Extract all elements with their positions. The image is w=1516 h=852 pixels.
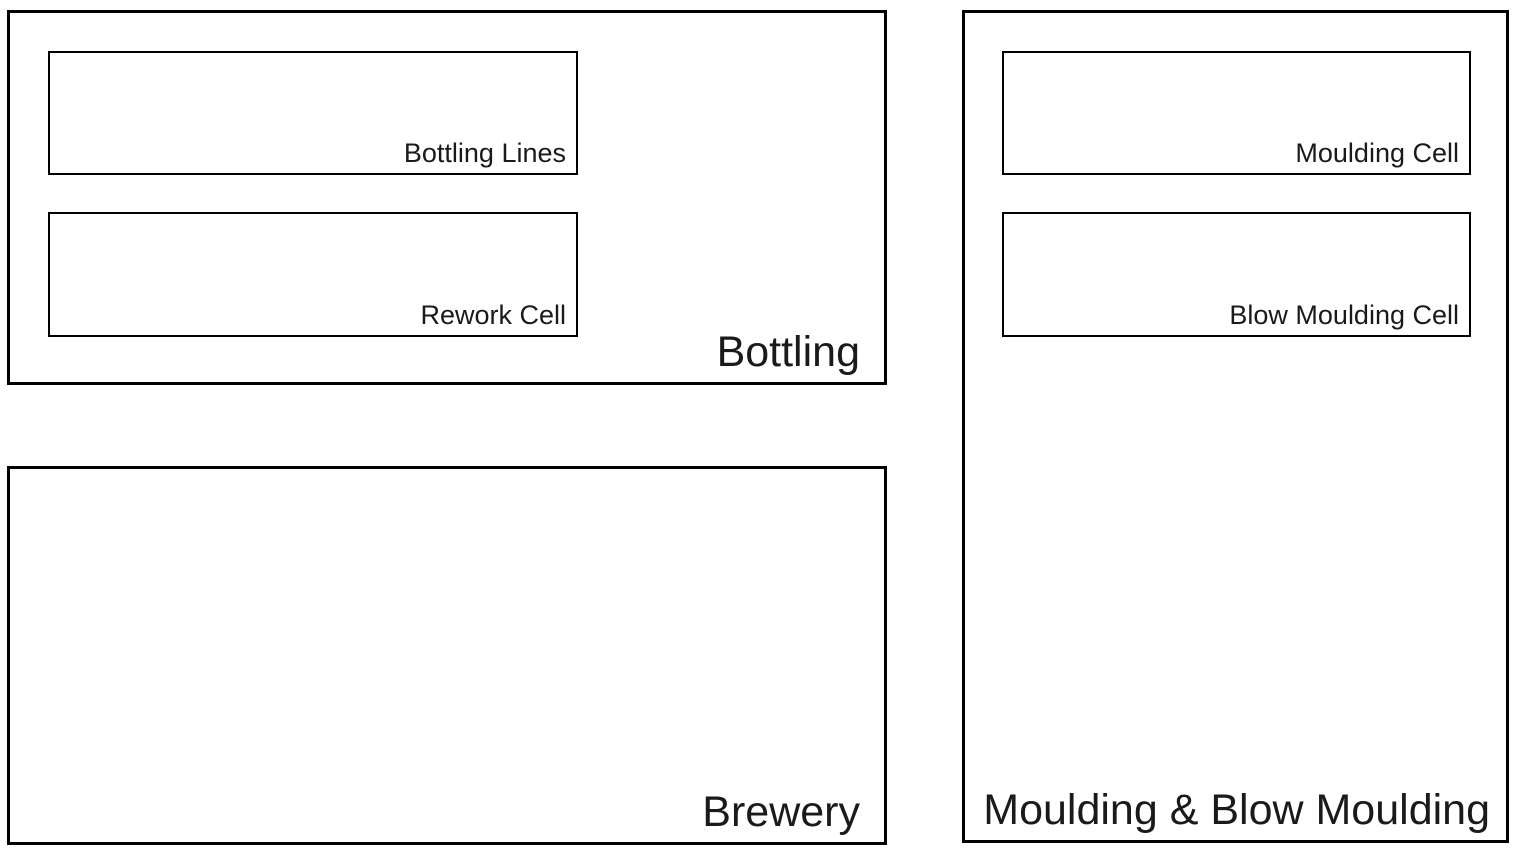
cell-label-blow-moulding-cell: Blow Moulding Cell xyxy=(1229,299,1459,330)
cell-box-rework-cell[interactable]: Rework Cell xyxy=(48,212,578,337)
cell-box-blow-moulding-cell[interactable]: Blow Moulding Cell xyxy=(1002,212,1471,337)
area-label-moulding-blow-moulding: Moulding & Blow Moulding xyxy=(983,785,1490,834)
area-box-bottling[interactable]: Bottling Lines Rework Cell Bottling xyxy=(7,10,887,385)
area-label-brewery: Brewery xyxy=(702,787,860,836)
cell-label-rework-cell: Rework Cell xyxy=(420,299,566,330)
cell-box-bottling-lines[interactable]: Bottling Lines xyxy=(48,51,578,175)
cell-label-moulding-cell: Moulding Cell xyxy=(1295,137,1459,168)
area-box-brewery[interactable]: Brewery xyxy=(7,466,887,845)
cell-label-bottling-lines: Bottling Lines xyxy=(403,137,566,168)
cell-box-moulding-cell[interactable]: Moulding Cell xyxy=(1002,51,1471,175)
area-label-bottling: Bottling xyxy=(716,327,860,376)
area-box-moulding-blow-moulding[interactable]: Moulding Cell Blow Moulding Cell Mouldin… xyxy=(962,10,1509,843)
